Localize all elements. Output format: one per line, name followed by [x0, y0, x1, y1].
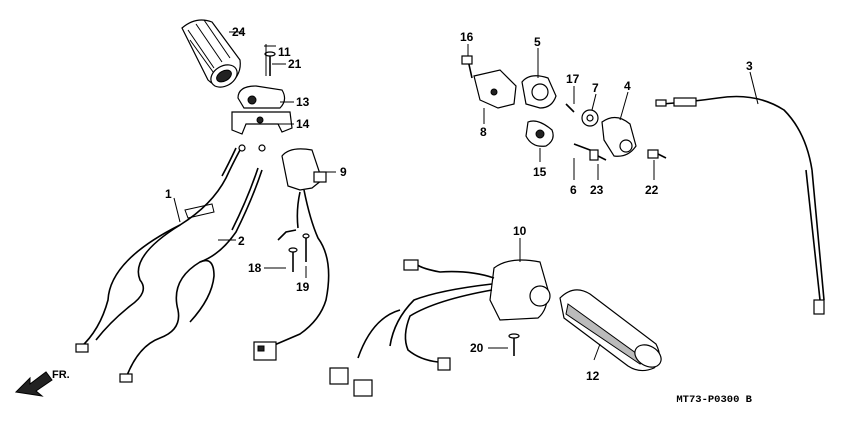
- left-grip: [559, 289, 662, 372]
- clamp-15: [525, 120, 554, 147]
- callout-24: 24: [232, 25, 246, 39]
- bolt-16: [461, 55, 473, 79]
- callout-14: 14: [296, 117, 310, 131]
- spring-plate-7: [581, 109, 599, 127]
- callout-6: 6: [570, 183, 577, 197]
- throttle-housing-lower: [231, 111, 293, 135]
- screw-19: [302, 233, 310, 262]
- callout-13: 13: [296, 95, 310, 109]
- callout-17: 17: [566, 72, 580, 86]
- callout-18: 18: [248, 261, 262, 275]
- callout-20: 20: [470, 341, 484, 355]
- callout-5: 5: [534, 35, 541, 49]
- callout-23: 23: [590, 183, 604, 197]
- callout-7: 7: [592, 81, 599, 95]
- front-arrow-label: FR.: [52, 369, 70, 381]
- callout-10: 10: [513, 224, 527, 238]
- callout-15: 15: [533, 165, 547, 179]
- right-handlebar-switch: [253, 148, 330, 361]
- callout-9: 9: [340, 165, 347, 179]
- diagram-code: MT73-P0300 B: [676, 394, 752, 406]
- callout-22: 22: [645, 183, 659, 197]
- leader-lines: [173, 31, 759, 361]
- callout-1: 1: [165, 187, 172, 201]
- screw-20: [508, 333, 520, 356]
- callout-4: 4: [624, 79, 631, 93]
- callout-19: 19: [296, 280, 310, 294]
- left-handlebar-switch: [329, 259, 551, 397]
- bolt-22: [647, 149, 667, 159]
- front-arrow: FR.: [14, 369, 70, 397]
- grip-screw: [264, 51, 276, 76]
- screw-18: [288, 247, 298, 272]
- screw-17: [565, 103, 575, 113]
- callout-21: 21: [288, 57, 302, 71]
- callout-11: 11: [278, 45, 291, 59]
- throttle-cable-2: [119, 144, 266, 383]
- throttle-cable-1: [75, 144, 246, 353]
- bolt-23: [589, 149, 607, 161]
- pulley-4: [601, 116, 637, 157]
- bracket-8: [473, 69, 517, 109]
- callout-12: 12: [586, 369, 600, 383]
- throttle-grip: [181, 19, 241, 88]
- callout-2: 2: [238, 234, 245, 248]
- callout-8: 8: [480, 125, 487, 139]
- throttle-housing-upper: [237, 85, 286, 109]
- choke-cable-3: [655, 95, 825, 315]
- callout-16: 16: [460, 30, 474, 44]
- housing-5: [521, 75, 557, 109]
- callout-3: 3: [746, 59, 753, 73]
